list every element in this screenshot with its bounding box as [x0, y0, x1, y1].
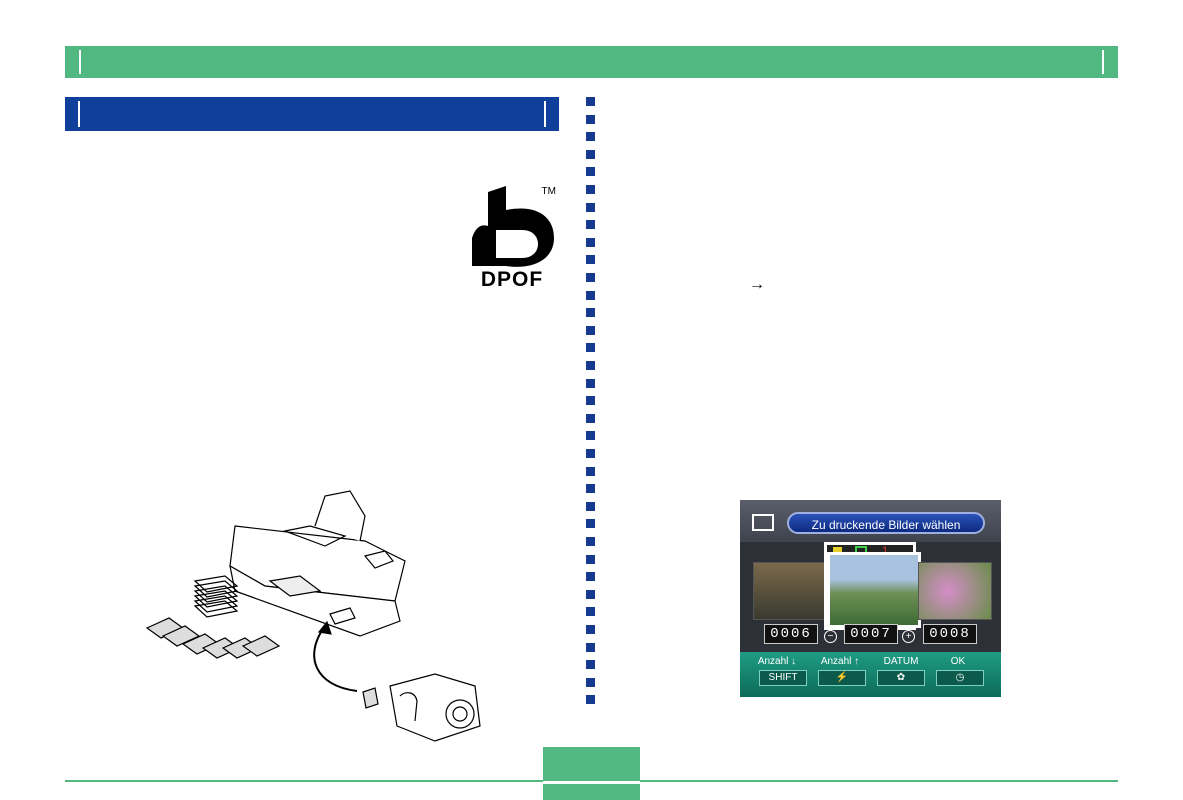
lcd-key-bar: Anzahl ↓ SHIFT Anzahl ↑ ⚡ DATUM ✿ OK ◷ [740, 652, 1001, 697]
dpof-logo-text: DPOF [480, 268, 544, 291]
flash-key[interactable]: ⚡ [818, 670, 866, 686]
divider-dot [586, 290, 595, 300]
camera-lcd-screen: Zu druckende Bilder wählen 1 0006 0007 0… [740, 500, 1001, 697]
divider-dot [586, 343, 595, 353]
divider-dot [586, 202, 595, 212]
divider-dot [586, 625, 595, 634]
divider-dot [586, 607, 595, 617]
divider-dot [586, 572, 595, 582]
divider-dot [586, 677, 595, 687]
flowers-photo-thumbnail[interactable] [918, 562, 992, 620]
divider-dot [586, 325, 595, 335]
divider-dot [586, 185, 595, 194]
divider-dot [586, 220, 595, 230]
printer-camera-illustration [135, 486, 495, 748]
dpof-logo: TM DPOF [466, 186, 558, 292]
divider-dot [586, 308, 595, 318]
key-label-ok: OK [950, 656, 966, 667]
shift-key[interactable]: SHIFT [759, 670, 807, 686]
printer-icon [833, 547, 842, 556]
divider-dot [586, 149, 595, 159]
kitten-photo-thumbnail[interactable] [753, 562, 829, 620]
divider-dot [586, 642, 595, 652]
divider-dot [586, 554, 595, 564]
minus-icon[interactable]: − [824, 630, 837, 643]
key-label-datum: DATUM [883, 656, 919, 667]
divider-dot [586, 537, 595, 546]
divider-dot [586, 501, 595, 511]
frame-number-current: 0007 [844, 624, 898, 644]
key-label-anzahl-up: Anzahl ↑ [820, 656, 860, 667]
divider-dot [586, 378, 595, 388]
section-title-band [65, 97, 559, 131]
timer-key[interactable]: ◷ [936, 670, 984, 686]
divider-dot [586, 413, 595, 423]
menu-arrow: → [749, 276, 765, 293]
divider-dot [586, 431, 595, 441]
lcd-title: Zu druckende Bilder wählen [787, 512, 985, 534]
divider-dot [586, 484, 595, 494]
print-count: 1 [882, 545, 889, 557]
divider-dot [586, 237, 595, 247]
landscape-photo-selected[interactable] [827, 552, 921, 628]
column-divider [586, 97, 596, 717]
divider-dot [586, 361, 595, 370]
divider-dot [586, 466, 595, 476]
divider-dot [586, 695, 595, 705]
print-menu-icon [752, 514, 774, 531]
divider-dot [586, 132, 595, 142]
divider-dot [586, 255, 595, 265]
divider-dot [586, 396, 595, 406]
divider-dot [586, 114, 595, 124]
divider-dot [586, 449, 595, 458]
divider-dot [586, 660, 595, 670]
page-number-box [543, 747, 640, 800]
trademark-mark: TM [541, 186, 556, 197]
divider-dot [586, 167, 595, 177]
frame-number-next: 0008 [923, 624, 977, 644]
divider-dot [586, 519, 595, 529]
macro-key[interactable]: ✿ [877, 670, 925, 686]
frame-number-prev: 0006 [764, 624, 818, 644]
divider-dot [586, 97, 595, 106]
header-band [65, 46, 1118, 78]
plus-icon[interactable]: + [902, 630, 915, 643]
key-label-anzahl-down: Anzahl ↓ [757, 656, 797, 667]
divider-dot [586, 589, 595, 599]
divider-dot [586, 273, 595, 282]
